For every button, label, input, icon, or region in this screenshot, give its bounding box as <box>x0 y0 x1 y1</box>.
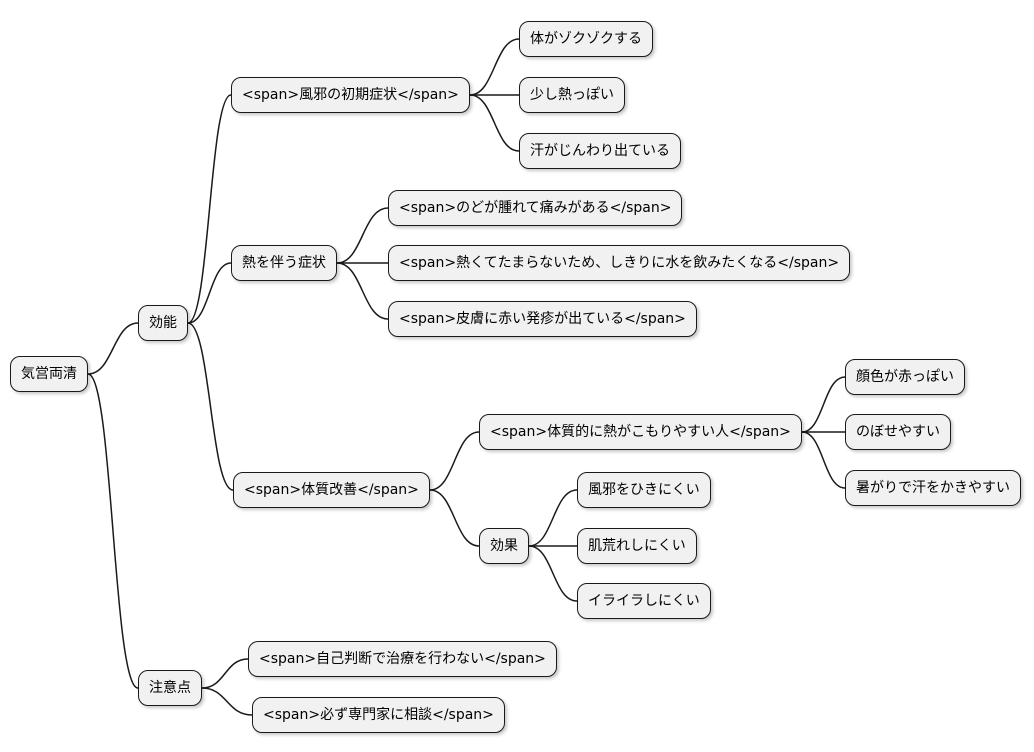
mindmap-edge-kouka-iraira <box>528 545 578 602</box>
mindmap-edge-shoki-ase <box>469 94 520 152</box>
mindmap-node-taishitsu: <span>体質改善</span> <box>233 472 430 508</box>
mindmap-node-ase: 汗がじんわり出ている <box>519 133 681 169</box>
mindmap-node-kaoiro: 顔色が赤っぽい <box>845 359 965 395</box>
mindmap-node-netsu: 熱を伴う症状 <box>231 245 337 281</box>
mindmap-edge-shoki-zokuzoku <box>469 38 520 96</box>
mindmap-node-kouka: 効果 <box>479 528 529 564</box>
mindmap-node-chuui: 注意点 <box>138 670 202 706</box>
mindmap-edge-netsu-nodo <box>336 207 389 264</box>
mindmap-node-mizu: <span>熱くてたまらないため、しきりに水を飲みたくなる</span> <box>388 245 851 281</box>
mindmap-edge-komori-atsugari <box>801 431 846 489</box>
mindmap-edge-kounou-shoki <box>187 94 232 324</box>
mindmap-node-nodo: <span>のどが腫れて痛みがある</span> <box>388 190 683 226</box>
mindmap-edge-taishitsu-kouka <box>429 489 480 547</box>
mindmap-edge-root-chuui <box>87 373 139 689</box>
mindmap-node-nobose: のぼせやすい <box>845 414 951 450</box>
mindmap-edge-taishitsu-komori <box>429 431 480 491</box>
mindmap-edge-chuui-soudan <box>201 687 253 716</box>
mindmap-node-root: 気営両清 <box>10 356 88 392</box>
mindmap-edge-kounou-netsu <box>187 262 232 324</box>
mindmap-edge-netsu-hifu <box>336 262 389 320</box>
mindmap-node-kazehiki: 風邪をひきにくい <box>577 472 711 508</box>
mindmap-node-zokuzoku: 体がゾクゾクする <box>519 21 653 57</box>
mindmap-node-hadaare: 肌荒れしにくい <box>577 528 697 564</box>
mindmap-node-soudan: <span>必ず専門家に相談</span> <box>252 697 505 733</box>
mindmap-node-jiko: <span>自己判断で治療を行わない</span> <box>248 641 557 677</box>
mindmap-node-atsugari: 暑がりで汗をかきやすい <box>845 470 1021 506</box>
mindmap-node-hifu: <span>皮膚に赤い発疹が出ている</span> <box>388 301 697 337</box>
mindmap-edge-komori-kaoiro <box>801 376 846 433</box>
mindmap-edge-root-kounou <box>87 322 139 375</box>
mindmap-edge-kounou-taishitsu <box>187 322 234 491</box>
mindmap-node-shoki: <span>風邪の初期症状</span> <box>231 77 470 113</box>
mindmap-node-netsuppoi: 少し熱っぽい <box>519 77 625 113</box>
mindmap-node-kounou: 効能 <box>138 305 188 341</box>
mindmap-edge-kouka-kazehiki <box>528 489 578 547</box>
mindmap-node-komori: <span>体質的に熱がこもりやすい人</span> <box>479 414 802 450</box>
mindmap-edge-chuui-jiko <box>201 658 249 689</box>
mindmap-node-iraira: イライラしにくい <box>577 583 711 619</box>
